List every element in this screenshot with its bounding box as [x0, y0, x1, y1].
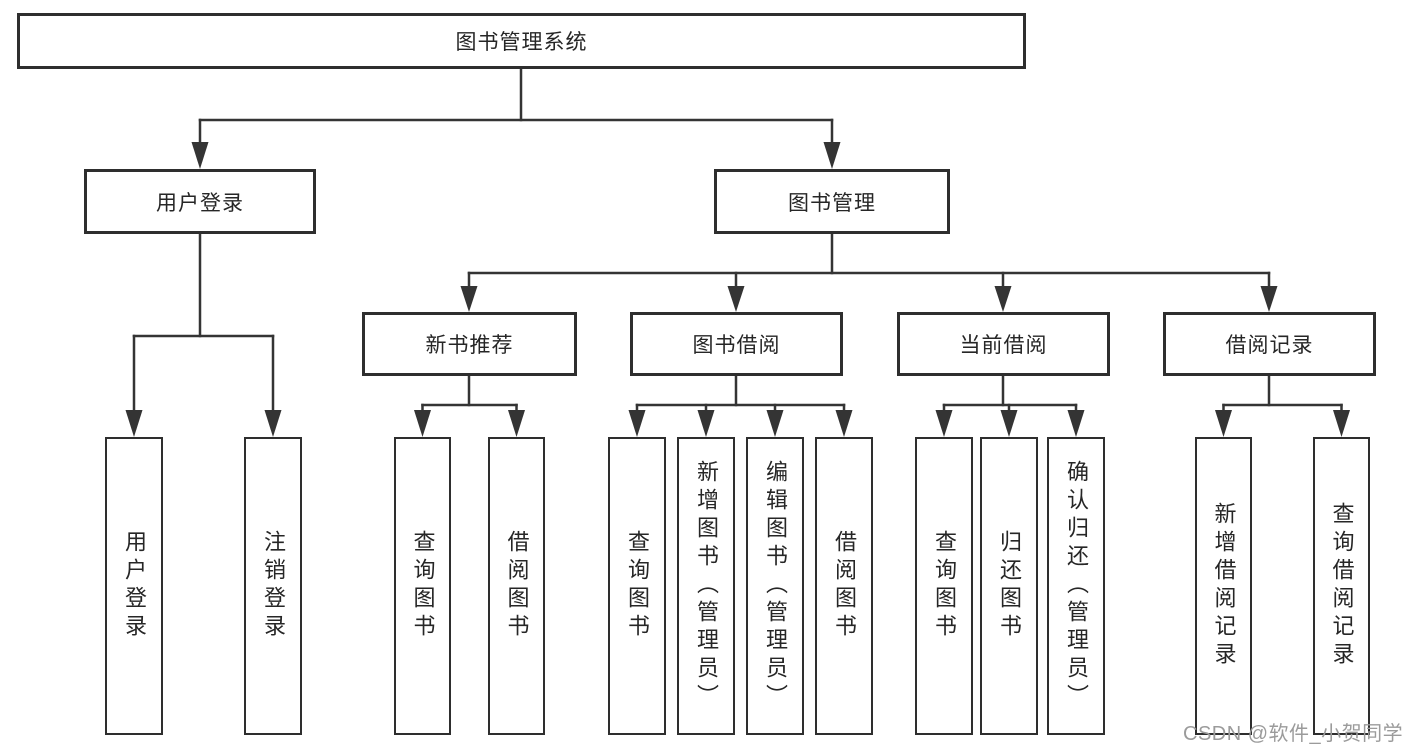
leaf-borrow-query-books: 查询图书	[608, 437, 666, 735]
leaf-add-books-admin: 新增图书（管理员）	[677, 437, 735, 735]
edge-book-management-to-level3	[460, 232, 1278, 312]
leaf-logout: 注销登录	[244, 437, 302, 735]
leaf-edit-books-admin: 编辑图书（管理员）	[746, 437, 804, 735]
leaf-confirm-return-admin: 确认归还（管理员）	[1047, 437, 1105, 735]
watermark: CSDN @软件_小贺同学	[1183, 723, 1404, 745]
leaf-query-borrow-record: 查询借阅记录	[1313, 437, 1370, 735]
edge-recommend-to-leaves	[414, 374, 525, 437]
edge-records-to-leaves	[1215, 374, 1350, 437]
node-new-book-recommend: 新书推荐	[362, 312, 577, 376]
leaf-recommend-borrow-books: 借阅图书	[488, 437, 545, 735]
edge-root-to-level2	[191, 67, 841, 169]
edge-current-to-leaves	[935, 374, 1085, 437]
leaf-recommend-query-books: 查询图书	[394, 437, 451, 735]
node-book-borrow: 图书借阅	[630, 312, 843, 376]
leaf-borrow-books: 借阅图书	[815, 437, 873, 735]
node-book-management: 图书管理	[714, 169, 950, 234]
leaf-user-login: 用户登录	[105, 437, 163, 735]
node-user-login: 用户登录	[84, 169, 316, 234]
node-borrow-records: 借阅记录	[1163, 312, 1376, 376]
edge-borrow-to-leaves	[628, 374, 853, 437]
leaf-add-borrow-record: 新增借阅记录	[1195, 437, 1252, 735]
leaf-current-query-books: 查询图书	[915, 437, 973, 735]
node-library-system: 图书管理系统	[17, 13, 1026, 69]
leaf-return-books: 归还图书	[980, 437, 1038, 735]
edge-user-login-to-leaves	[125, 232, 282, 437]
node-current-borrow: 当前借阅	[897, 312, 1110, 376]
